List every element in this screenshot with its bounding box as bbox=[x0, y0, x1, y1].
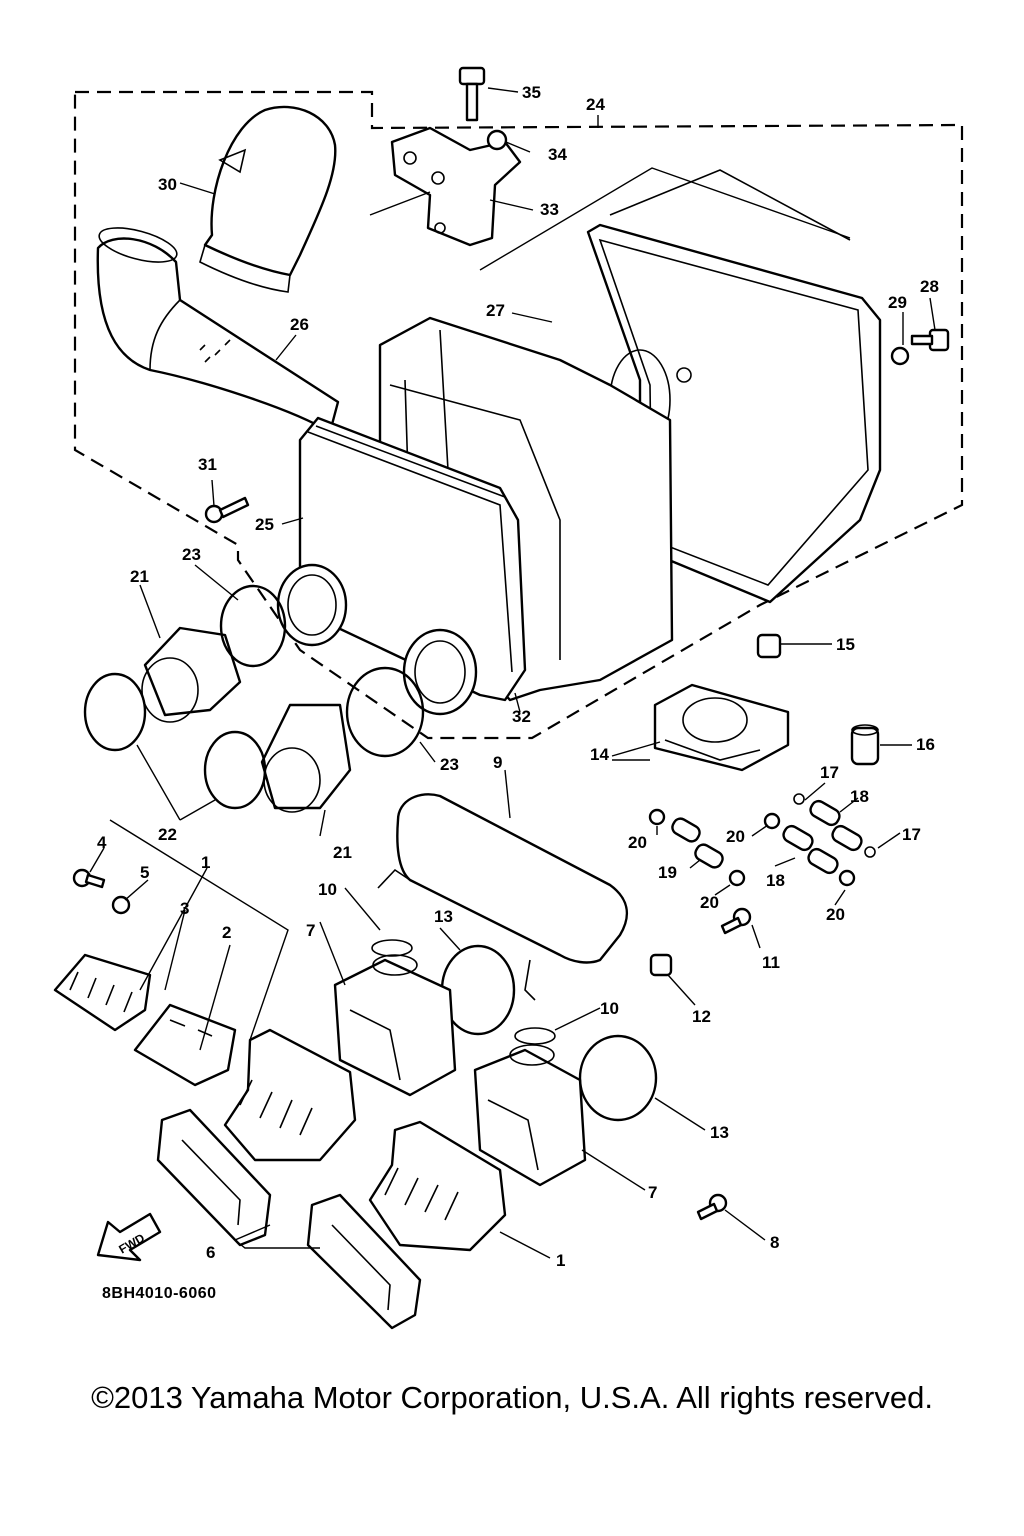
part-16-cap bbox=[850, 724, 880, 766]
callout-1-lower: 1 bbox=[556, 1251, 565, 1270]
part-7-manifold-lower bbox=[473, 1044, 587, 1187]
part-26-intake-tube bbox=[96, 227, 340, 434]
part-23-clamp-lower bbox=[345, 666, 425, 758]
callout-20-mid: 20 bbox=[726, 827, 745, 846]
callout-22: 22 bbox=[158, 825, 177, 844]
part-31-bolt bbox=[204, 496, 250, 524]
callout-9: 9 bbox=[493, 753, 502, 772]
callout-16: 16 bbox=[916, 735, 935, 754]
callout-6: 6 bbox=[206, 1243, 215, 1262]
part-32-intake-joint bbox=[276, 563, 478, 716]
callout-26: 26 bbox=[290, 315, 309, 334]
callout-28: 28 bbox=[920, 277, 939, 296]
callout-34: 34 bbox=[548, 145, 567, 164]
assembly-boundary bbox=[73, 90, 964, 740]
callout-35: 35 bbox=[522, 83, 541, 102]
part-13-band-lower bbox=[578, 1034, 658, 1122]
callout-17-lower: 17 bbox=[902, 825, 921, 844]
callout-14: 14 bbox=[590, 745, 609, 764]
part-21-carb-joint-lower bbox=[260, 703, 352, 813]
callout-13-lower: 13 bbox=[710, 1123, 729, 1142]
part-11-bolt bbox=[720, 907, 752, 935]
part-4-screw bbox=[72, 868, 106, 889]
part-34-nut bbox=[486, 129, 508, 151]
callout-32: 32 bbox=[512, 707, 531, 726]
diagram-code: 8BH4010-6060 bbox=[102, 1285, 217, 1302]
callout-23-lower: 23 bbox=[440, 755, 459, 774]
callout-11: 11 bbox=[762, 953, 780, 972]
callout-labels: 35 24 34 30 33 27 29 28 26 31 25 23 21 1… bbox=[97, 83, 939, 1270]
part-33-bracket bbox=[369, 126, 851, 271]
copyright-notice: ©2013 Yamaha Motor Corporation, U.S.A. A… bbox=[91, 1380, 933, 1415]
part-19-hose bbox=[671, 817, 724, 869]
part-2-reed-stopper bbox=[133, 1003, 237, 1087]
callout-19: 19 bbox=[658, 863, 677, 882]
part-28-bolt bbox=[910, 328, 950, 352]
callout-20-bottom-right: 20 bbox=[826, 905, 845, 924]
part-1-reed-valve-lower bbox=[368, 1120, 507, 1252]
callout-20-bottom-left: 20 bbox=[700, 893, 719, 912]
callout-29: 29 bbox=[888, 293, 907, 312]
part-22-clamp-lower bbox=[203, 730, 267, 810]
part-10-clamp-upper bbox=[371, 939, 413, 957]
callout-24: 24 bbox=[586, 95, 605, 114]
part-9-intake-silencer bbox=[377, 793, 629, 1001]
part-10-clamp-lower bbox=[514, 1027, 556, 1045]
part-30-intake-duct bbox=[199, 105, 337, 293]
fwd-arrow-icon: FWD bbox=[96, 1212, 162, 1262]
callout-15: 15 bbox=[836, 635, 855, 654]
callout-21-upper: 21 bbox=[130, 567, 149, 586]
callout-8: 8 bbox=[770, 1233, 779, 1252]
callout-1-upper: 1 bbox=[201, 853, 210, 872]
part-20-clip bbox=[648, 808, 856, 887]
part-12-nut bbox=[649, 953, 673, 977]
callout-4: 4 bbox=[97, 833, 107, 852]
callout-2: 2 bbox=[222, 923, 231, 942]
part-35-bolt bbox=[458, 66, 486, 122]
callout-10-upper: 10 bbox=[318, 880, 337, 899]
part-6-gasket-upper bbox=[156, 1108, 272, 1247]
part-18-hose-lower bbox=[782, 824, 839, 875]
callout-18-lower: 18 bbox=[766, 871, 785, 890]
part-23-clamp-upper bbox=[219, 584, 287, 668]
part-15-nut bbox=[756, 633, 782, 659]
callout-5: 5 bbox=[140, 863, 149, 882]
callout-7-upper: 7 bbox=[306, 921, 315, 940]
exploded-parts-diagram: FWD bbox=[53, 66, 964, 1330]
callout-18-upper: 18 bbox=[850, 787, 869, 806]
callout-25: 25 bbox=[255, 515, 274, 534]
part-14-mount-plate bbox=[653, 683, 790, 772]
callout-23-upper: 23 bbox=[182, 545, 201, 564]
part-5-washer bbox=[111, 895, 131, 915]
part-21-carb-joint-upper bbox=[141, 626, 242, 723]
part-8-bolt bbox=[696, 1193, 728, 1221]
callout-30: 30 bbox=[158, 175, 177, 194]
callout-10-lower: 10 bbox=[600, 999, 619, 1018]
callout-20-left: 20 bbox=[628, 833, 647, 852]
leader-lines bbox=[89, 87, 936, 1259]
part-25-filter-panel bbox=[298, 416, 527, 702]
callout-33: 33 bbox=[540, 200, 559, 219]
part-18-hose-upper bbox=[809, 799, 863, 852]
callout-13-upper: 13 bbox=[434, 907, 453, 926]
part-1-reed-valve-upper bbox=[223, 1028, 357, 1162]
callout-21-lower: 21 bbox=[333, 843, 352, 862]
part-7-manifold-upper bbox=[333, 954, 457, 1097]
part-3-reed-plate bbox=[53, 953, 152, 1032]
callout-31: 31 bbox=[198, 455, 217, 474]
part-22-clamp-upper bbox=[83, 672, 147, 752]
callout-17-upper: 17 bbox=[820, 763, 839, 782]
part-6-gasket-lower bbox=[306, 1193, 422, 1330]
part-17-clip bbox=[793, 793, 876, 858]
callout-7-lower: 7 bbox=[648, 1183, 657, 1202]
part-29-washer bbox=[890, 346, 910, 366]
callout-27: 27 bbox=[486, 301, 505, 320]
callout-12: 12 bbox=[692, 1007, 711, 1026]
callout-3: 3 bbox=[180, 899, 189, 918]
